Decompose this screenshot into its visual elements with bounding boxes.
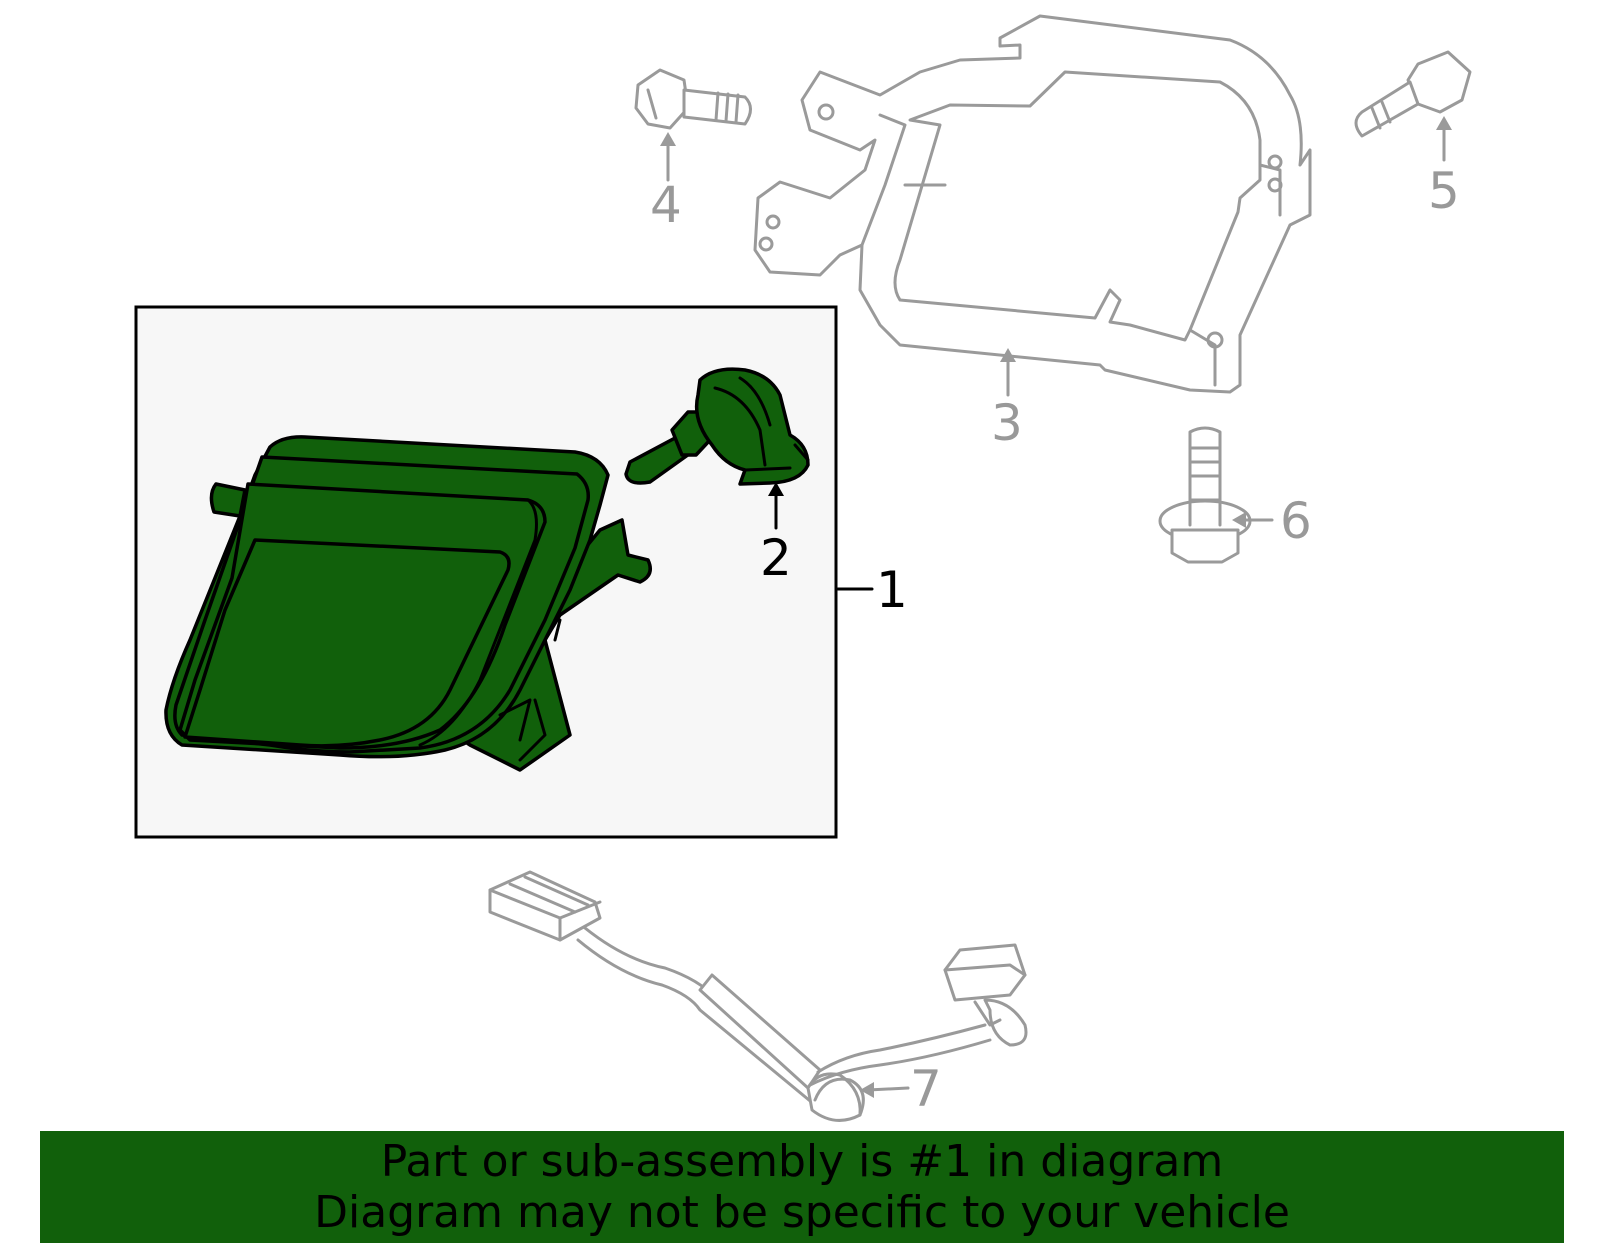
callout-2: 2 [760, 529, 792, 587]
callout-7-leader [860, 1082, 910, 1098]
callout-7: 7 [910, 1060, 942, 1118]
banner-line-2: Diagram may not be specific to your vehi… [314, 1187, 1290, 1238]
callout-3-leader [1000, 348, 1016, 397]
callout-1: 1 [876, 561, 908, 619]
banner-line-1: Part or sub-assembly is #1 in diagram [380, 1136, 1224, 1187]
bolt-icon [634, 68, 752, 130]
mounting-bracket-icon [753, 14, 1312, 394]
callout-6-leader [1232, 512, 1274, 528]
callout-2-leader [768, 482, 784, 530]
bulb-icon[interactable] [624, 367, 810, 486]
flange-bolt-icon [1158, 426, 1252, 564]
callout-5-leader [1436, 116, 1452, 162]
callout-5: 5 [1428, 162, 1460, 220]
callout-6: 6 [1280, 492, 1312, 550]
callout-4: 4 [650, 176, 682, 234]
bolt-icon [1354, 50, 1472, 138]
wiring-harness-icon [488, 870, 1028, 1122]
callout-3: 3 [991, 394, 1023, 452]
callout-4-leader [660, 132, 676, 182]
info-banner: Part or sub-assembly is #1 in diagram Di… [40, 1131, 1564, 1243]
fog-lamp-assembly-icon[interactable] [164, 435, 652, 772]
